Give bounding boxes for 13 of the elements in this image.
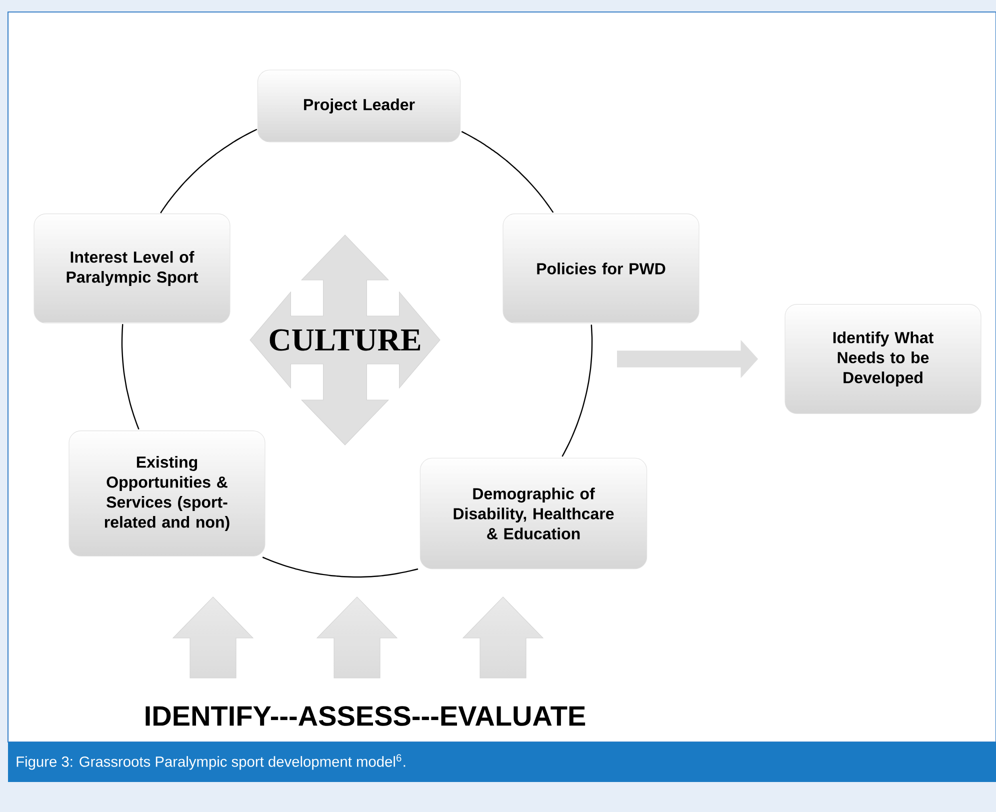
circle-arc: [160, 128, 258, 214]
process-box: Demographic of Disability, Healthcare & Education: [420, 458, 648, 570]
caption-band: Figure 3: Grassroots Paralympic sport development model$^{6}$.: [8, 742, 996, 782]
process-box: Identify What Needs to be Developed: [784, 304, 982, 414]
circle-arc: [262, 556, 418, 578]
process-box: Policies for PWD: [502, 214, 700, 324]
circle-arc: [562, 324, 593, 457]
circle-arc: [461, 131, 554, 213]
process-box: Existing Opportunities & Services (sport-related and non): [68, 430, 266, 556]
stage-label: IDENTIFY---ASSESS---EVALUATE: [146, 706, 586, 726]
circle-arc: [121, 324, 140, 430]
process-box: Project Leader: [257, 70, 461, 142]
process-box: Interest Level of Paralympic Sport: [34, 214, 230, 324]
